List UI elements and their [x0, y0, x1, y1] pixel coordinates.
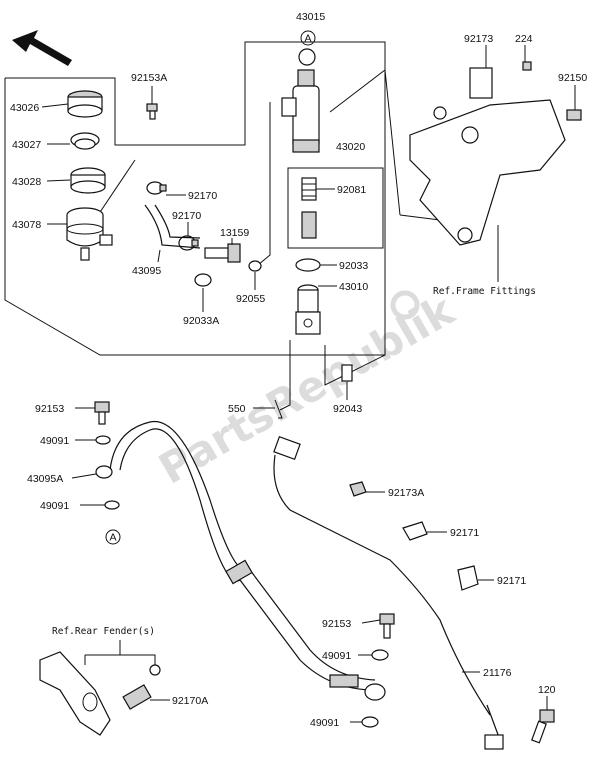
label-92173A: 92173A [388, 487, 424, 499]
circlip-92033A [194, 273, 212, 287]
clamp-92170A [122, 684, 152, 710]
marker-a-top: A [300, 30, 316, 46]
leader-lines [41, 45, 576, 723]
washer-49091-c [371, 649, 389, 661]
fitting-13159 [204, 243, 241, 263]
master-cylinder-43015 [281, 48, 320, 153]
o-ring-92055 [248, 260, 262, 272]
label-92033: 92033 [339, 260, 368, 272]
label-92081: 92081 [337, 184, 366, 196]
label-92153A: 92153A [131, 72, 167, 84]
hose-43095 [144, 204, 201, 249]
label-92055: 92055 [236, 293, 265, 305]
label-43010: 43010 [339, 281, 368, 293]
label-92150: 92150 [558, 72, 587, 84]
front-direction-arrow-icon [12, 30, 72, 66]
brake-hose-43095A [95, 420, 386, 701]
label-92043: 92043 [333, 403, 362, 415]
label-43095A: 43095A [27, 473, 63, 485]
label-43078: 43078 [12, 219, 41, 231]
circlip-92033 [295, 258, 321, 272]
label-92033A: 92033A [183, 315, 219, 327]
label-43095: 43095 [132, 265, 161, 277]
frame-bracket [409, 61, 582, 246]
label-92170-lower: 92170 [172, 210, 201, 222]
label-43026: 43026 [10, 102, 39, 114]
rear-fender-bracket [39, 651, 161, 736]
label-49091-c: 49091 [322, 650, 351, 662]
cotter-pin-550 [274, 399, 283, 419]
marker-a-top-text: A [305, 33, 312, 45]
label-224: 224 [515, 33, 533, 45]
bolt-92153A [146, 103, 158, 120]
label-92171-upper: 92171 [450, 527, 479, 539]
label-43028: 43028 [12, 176, 41, 188]
label-43015: 43015 [296, 11, 325, 23]
spring-92081 [301, 177, 317, 201]
piston-kit-43020 [301, 211, 317, 239]
watermark-gear-icon [390, 290, 420, 320]
reservoir-43078 [66, 207, 113, 261]
bolt-92153-right [379, 613, 395, 639]
pin-92043 [341, 364, 353, 382]
marker-a-bottom: A [105, 529, 121, 545]
washer-49091-a [95, 435, 111, 445]
label-92171-lower: 92171 [497, 575, 526, 587]
washer-49091-d [361, 716, 379, 728]
label-92170A: 92170A [172, 695, 208, 707]
switch-cable-21176 [273, 435, 504, 750]
label-43027: 43027 [12, 139, 41, 151]
label-120: 120 [538, 684, 556, 696]
kit-box-43020 [287, 167, 384, 249]
diaphragm-43028 [70, 167, 106, 194]
label-49091-b: 49091 [40, 500, 69, 512]
label-13159: 13159 [220, 227, 249, 239]
washer-49091-b [104, 500, 120, 510]
diaphragm-plate-43027 [70, 132, 100, 150]
reservoir-cap-43026 [67, 90, 103, 118]
label-ref-rear-fender: Ref.Rear Fender(s) [52, 626, 155, 637]
label-ref-frame-fittings: Ref.Frame Fittings [433, 286, 536, 297]
bolt-92153-left [94, 401, 110, 425]
label-49091-d: 49091 [310, 717, 339, 729]
label-43020: 43020 [336, 141, 365, 153]
label-92153-left: 92153 [35, 403, 64, 415]
part-labels: 43015 92153A 43026 43027 43028 43078 921… [10, 11, 587, 729]
label-550: 550 [228, 403, 246, 415]
clamp-92171-lower [457, 565, 479, 591]
label-92170-upper: 92170 [188, 190, 217, 202]
label-21176: 21176 [483, 667, 512, 679]
boot-43010 [297, 284, 319, 313]
label-92173: 92173 [464, 33, 493, 45]
clamp-92170-upper [146, 181, 167, 195]
bolt-120 [531, 709, 555, 744]
clamp-92171-upper [402, 521, 428, 541]
clip-92173A [349, 481, 367, 497]
marker-a-bottom-text: A [110, 532, 117, 544]
label-92153-right: 92153 [322, 618, 351, 630]
pushrod-joint [295, 311, 321, 335]
label-49091-a: 49091 [40, 435, 69, 447]
